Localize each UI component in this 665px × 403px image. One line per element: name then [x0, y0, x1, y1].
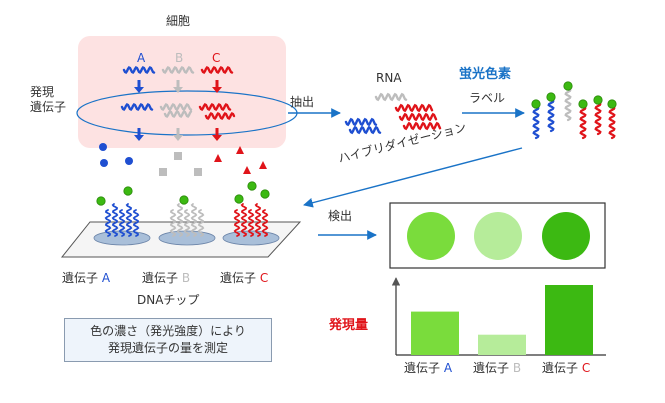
cell-label: 細胞 — [166, 14, 191, 28]
rna-label: RNA — [376, 71, 402, 85]
labeled-rna-c-dye-3 — [607, 99, 617, 109]
detection-spot-a — [407, 212, 455, 260]
chip-probe-a-4 — [125, 203, 133, 237]
chip-probe-c-2 — [240, 203, 248, 237]
rna-c-strand-2 — [398, 112, 438, 122]
chip-dye-c-1 — [234, 194, 244, 204]
chip-probe-a-5 — [132, 209, 140, 237]
chip-spot-c — [222, 230, 280, 246]
labeled-rna-c-dye-1 — [578, 99, 588, 109]
labeled-rna-a-strand-2 — [547, 99, 555, 133]
cell-mrna-c-strand-1 — [198, 102, 232, 112]
labeled-rna-c-dye-2 — [593, 95, 603, 105]
measurement-note-line2: 発現遺伝子の量を測定 — [107, 341, 228, 355]
fluorescent-dye-label: 蛍光色素 — [459, 67, 512, 82]
chip-probe-c-1 — [233, 209, 241, 237]
fragment-a-1 — [99, 143, 107, 151]
expressed-gene-label-line1: 発現 — [30, 85, 55, 99]
fragment-b-2 — [159, 168, 167, 176]
detection-spot-c — [542, 212, 590, 260]
labeled-rna-b-strand-1 — [564, 88, 572, 122]
rna-c-strand-3 — [402, 121, 442, 131]
fragment-a-2 — [125, 157, 133, 165]
chip-dye-c-3 — [260, 189, 270, 199]
cell-mrna-a-strand-1 — [120, 102, 154, 112]
labeled-rna-c-strand-3 — [608, 106, 616, 140]
fragment-b-1 — [174, 152, 182, 160]
expression-bar-b — [478, 334, 526, 355]
labeled-rna-c-strand-1 — [579, 106, 587, 140]
cell-gene-letter-a: A — [137, 51, 146, 65]
fragment-a-3 — [100, 159, 108, 167]
cell-gene-a-strand — [122, 65, 156, 75]
expression-level-label: 発現量 — [329, 318, 369, 333]
cell-mrna-b-strand-1 — [159, 102, 193, 112]
detection-spot-b — [474, 212, 522, 260]
expression-bar-c — [545, 285, 593, 355]
chip-dye-a-1 — [96, 196, 106, 206]
labeled-rna-c-strand-2 — [594, 102, 602, 136]
chip-gene-label-a: 遺伝子 A — [62, 271, 111, 285]
measurement-note: 色の濃さ（発光強度）により 発現遺伝子の量を測定 — [64, 318, 272, 362]
chip-probe-b-1 — [169, 209, 177, 237]
chip-gene-label-b: 遺伝子 B — [142, 271, 191, 285]
cell-mrna-a-arrow-head — [134, 135, 144, 141]
chip-probe-c-4 — [254, 203, 262, 237]
rna-b-strand-1 — [374, 92, 408, 102]
bar-gene-label-a: 遺伝子 A — [404, 361, 453, 375]
fragment-c-2 — [236, 146, 244, 154]
chip-probe-c-3 — [247, 209, 255, 237]
chip-probe-b-3 — [183, 209, 191, 237]
cell-gene-letter-b: B — [175, 51, 184, 65]
cell-mrna-b-strand-2 — [163, 109, 193, 119]
chip-probe-b-2 — [176, 203, 184, 237]
cell-gene-c-strand — [200, 65, 234, 75]
fragment-c-4 — [243, 166, 251, 174]
cell-gene-a-arrow-head — [134, 87, 144, 93]
chip-dye-c-2 — [247, 181, 257, 191]
rna-a-strand-2 — [348, 125, 382, 135]
expressed-gene-label-line2: 遺伝子 — [30, 100, 67, 114]
chip-probe-c-5 — [261, 209, 269, 237]
labeled-rna-a-strand-1 — [532, 106, 540, 140]
dna-chip-label: DNAチップ — [137, 293, 200, 307]
chip-probe-b-5 — [197, 209, 205, 237]
cell-mrna-c-arrow-head — [212, 135, 222, 141]
detection-label: 検出 — [328, 209, 353, 223]
labeled-rna-a-dye-1 — [531, 99, 541, 109]
chip-spot-b — [158, 230, 216, 246]
cell-gene-b-arrow-head — [173, 87, 183, 93]
chip-spot-a — [93, 230, 151, 246]
chip-probe-a-2 — [111, 203, 119, 237]
cell-gene-letter-c: C — [212, 51, 221, 65]
chip-probe-b-4 — [190, 203, 198, 237]
chip-probe-a-1 — [104, 209, 112, 237]
label-step-label: ラベル — [469, 91, 506, 105]
fragment-c-3 — [259, 161, 267, 169]
cell-body — [78, 36, 286, 148]
chip-probe-a-3 — [118, 209, 126, 237]
cell-gene-b-strand — [161, 65, 195, 75]
rna-a-strand-1 — [344, 117, 378, 127]
expression-bar-a — [411, 311, 459, 355]
cell-gene-c-arrow-head — [212, 87, 222, 93]
labeled-rna-a-dye-2 — [546, 92, 556, 102]
bar-gene-label-c: 遺伝子 C — [542, 361, 591, 375]
chip-dye-b-1 — [179, 195, 189, 205]
measurement-note-line1: 色の濃さ（発光強度）により — [90, 324, 246, 338]
hybridization-arrow — [303, 147, 523, 208]
extraction-label: 抽出 — [290, 95, 315, 109]
cell-mrna-b-arrow-head — [173, 135, 183, 141]
chip-gene-label-c: 遺伝子 C — [220, 271, 269, 285]
labeled-rna-b-dye-1 — [563, 81, 573, 91]
chip-dye-a-2 — [123, 186, 133, 196]
rna-c-strand-1 — [394, 103, 434, 113]
fragment-c-1 — [214, 154, 222, 162]
cell-mrna-c-strand-2 — [204, 111, 236, 121]
bar-gene-label-b: 遺伝子 B — [473, 361, 522, 375]
fragment-b-3 — [194, 168, 202, 176]
